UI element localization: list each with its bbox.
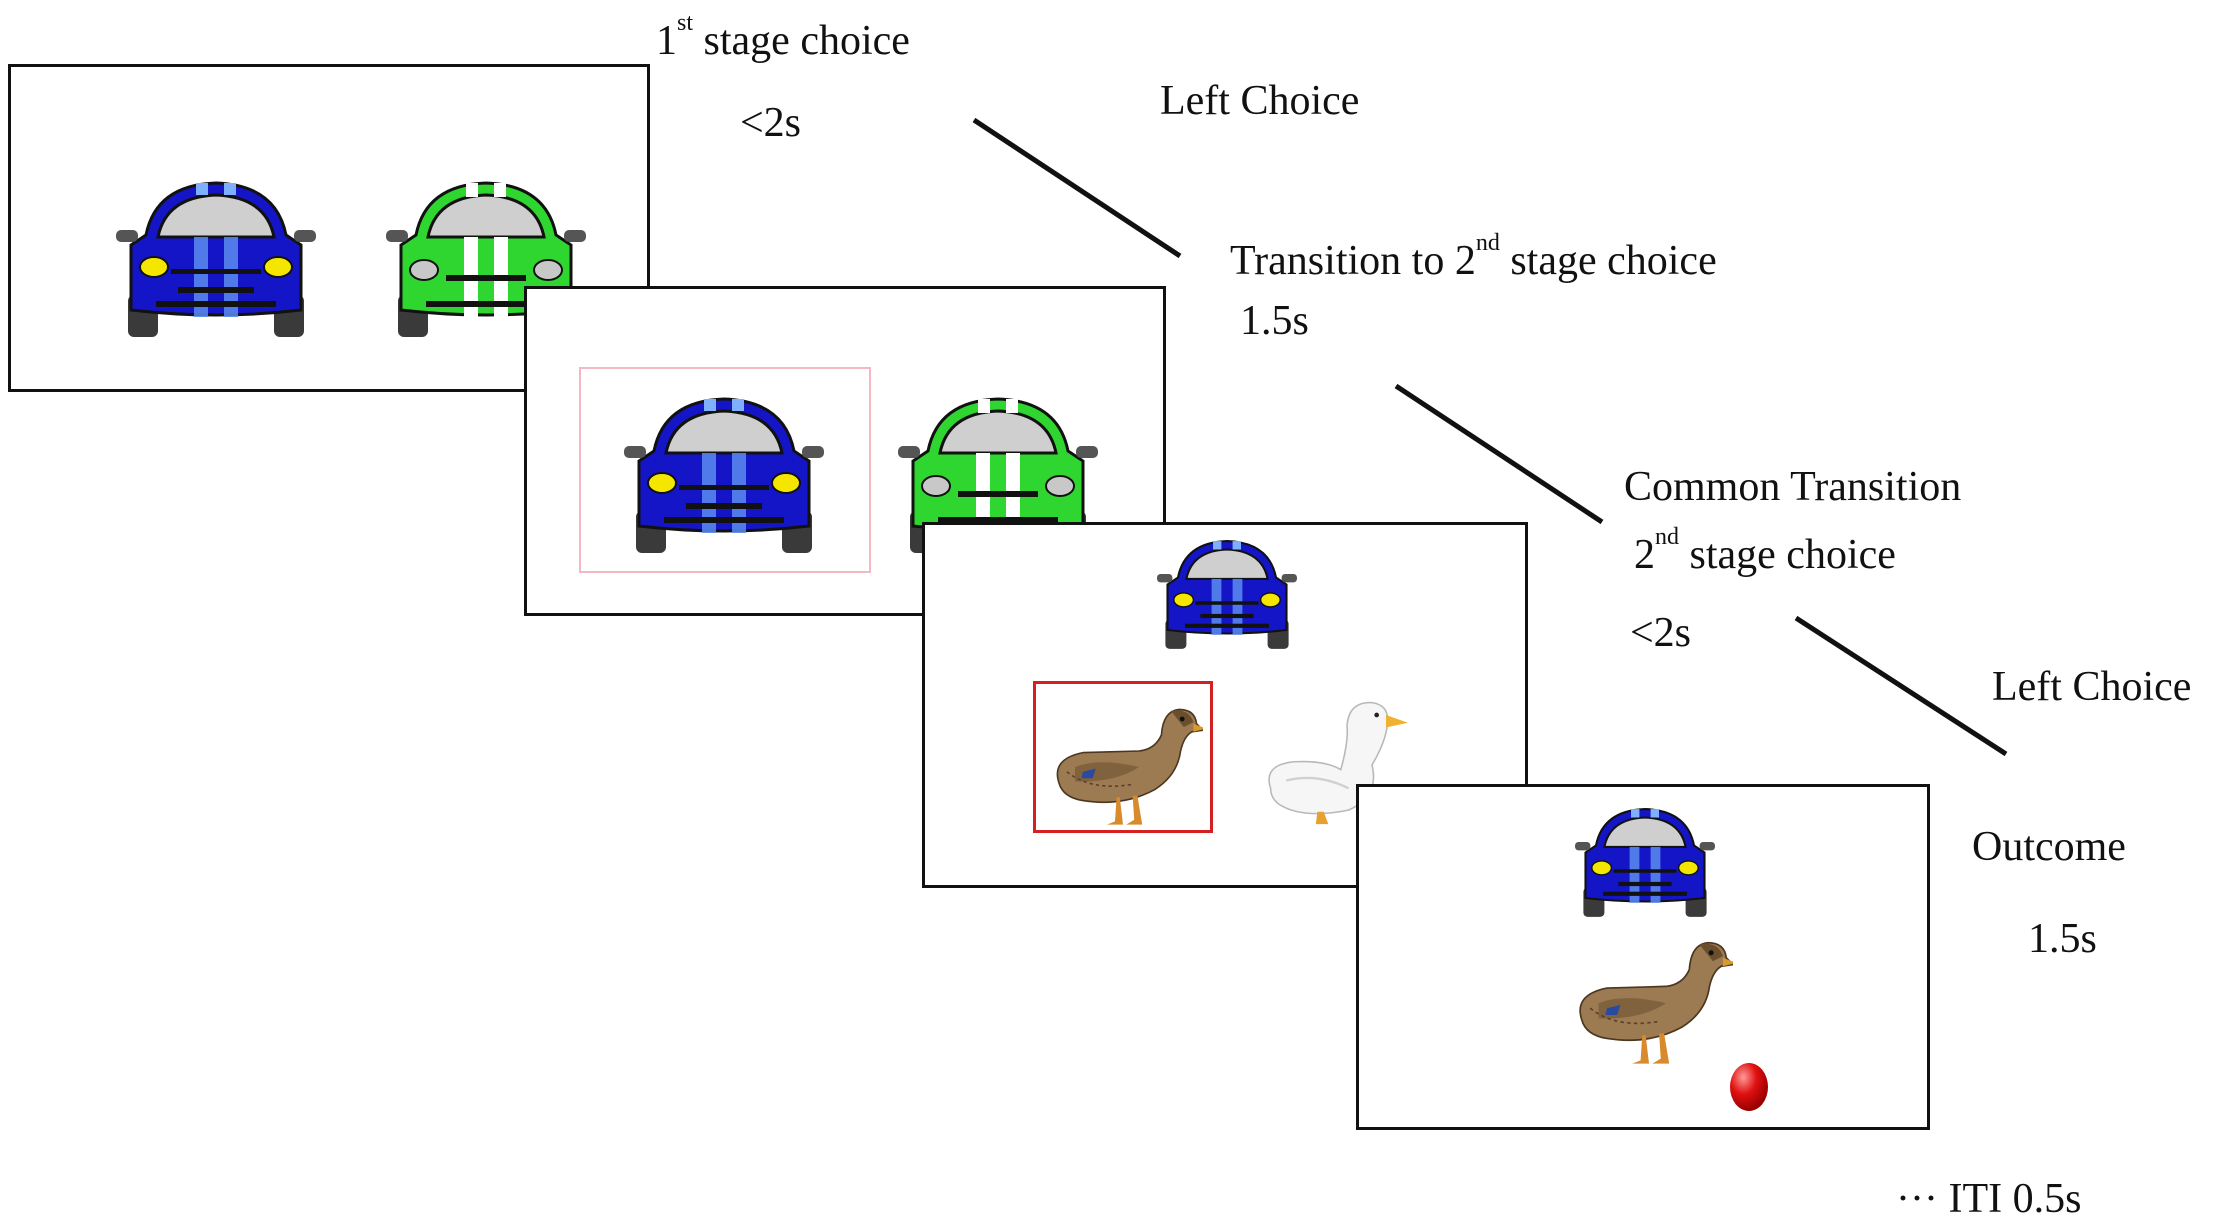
stage1-number: 1 bbox=[656, 18, 677, 64]
transition-superscript: nd bbox=[1475, 230, 1500, 256]
stage2-number: 2 bbox=[1634, 532, 1655, 578]
transition-text-pre: Transition to 2 bbox=[1230, 238, 1476, 284]
stage1-superscript: st bbox=[677, 10, 694, 36]
blue-car-icon bbox=[1157, 535, 1297, 655]
stage2-text: stage choice bbox=[1679, 532, 1896, 578]
blue-car-icon bbox=[115, 175, 317, 345]
stage2-time: <2s bbox=[1630, 610, 1692, 656]
outcome-time: 1.5s bbox=[2028, 916, 2097, 962]
selection-box-pink bbox=[579, 367, 871, 573]
stage1-text: stage choice bbox=[693, 18, 910, 64]
outcome-label: Outcome bbox=[1972, 824, 2126, 870]
iti-label: ··· ITI 0.5s bbox=[1896, 1176, 2082, 1222]
transition-label: Transition to 2nd stage choice bbox=[1230, 231, 1717, 284]
stage2-superscript: nd bbox=[1655, 524, 1679, 550]
brown-duck-icon bbox=[1565, 927, 1733, 1071]
connector-line-2 bbox=[1394, 383, 1604, 525]
transition-text-post: stage choice bbox=[1499, 238, 1717, 284]
left-choice-label-2: Left Choice bbox=[1992, 664, 2192, 710]
connector-line-1 bbox=[972, 117, 1182, 259]
left-choice-label-1: Left Choice bbox=[1160, 78, 1360, 124]
outcome-panel bbox=[1356, 784, 1930, 1130]
stage1-time: <2s bbox=[740, 100, 802, 146]
transition-time: 1.5s bbox=[1240, 298, 1309, 344]
selection-box-red bbox=[1033, 681, 1213, 833]
common-transition-label: Common Transition bbox=[1624, 464, 1962, 510]
brown-duck-icon bbox=[1043, 695, 1203, 831]
stage1-label: 1st stage choice bbox=[656, 11, 910, 64]
blue-car-icon bbox=[623, 391, 825, 561]
blue-car-icon bbox=[1575, 803, 1715, 923]
connector-line-3 bbox=[1794, 615, 2008, 757]
stage2-label: 2nd stage choice bbox=[1634, 525, 1896, 578]
red-egg-icon bbox=[1730, 1063, 1768, 1111]
